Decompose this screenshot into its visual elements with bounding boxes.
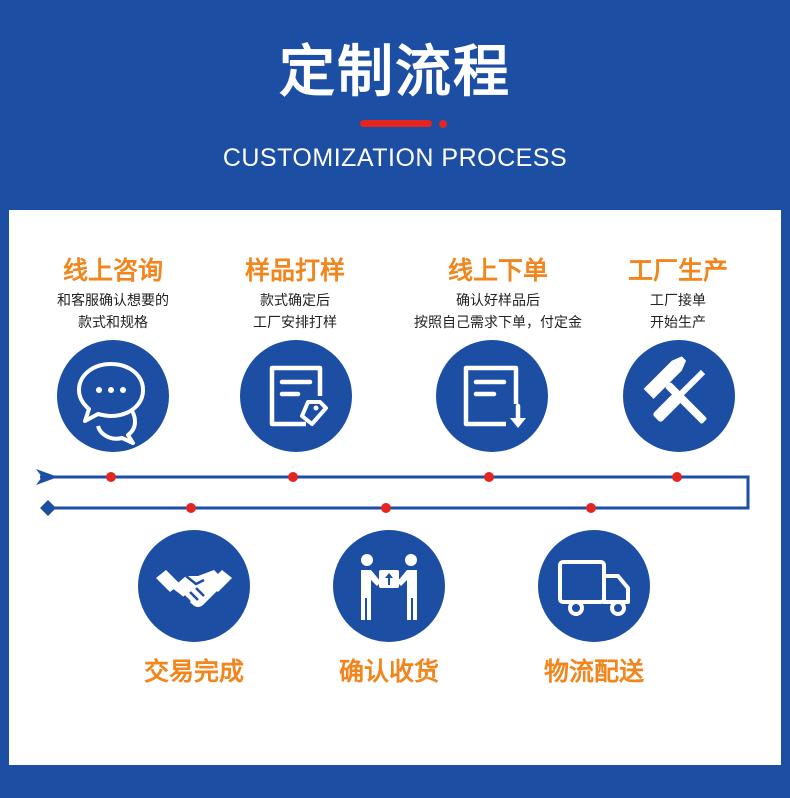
step-sample: 样品打样 款式确定后 工厂安排打样 [205,256,385,334]
package-handoff-icon [333,530,445,642]
step-desc-line2: 款式和规格 [78,315,148,331]
title-underline [360,120,432,127]
step-title: 线上下单 [447,256,548,285]
step-desc-line1: 工厂接单 [650,293,706,309]
step-title: 线上咨询 [62,256,163,285]
hammer-screwdriver-icon [623,340,735,452]
step-title-deal-complete: 交易完成 [143,657,244,686]
step-desc-line2: 开始生产 [650,315,706,331]
step-title: 样品打样 [244,256,345,285]
page-subtitle: CUSTOMIZATION PROCESS [222,144,568,172]
step-desc-line2: 按照自己需求下单，付定金 [414,315,582,331]
step-desc-line2: 工厂安排打样 [253,315,337,331]
document-download-icon [436,340,548,452]
step-online-consult: 线上咨询 和客服确认想要的 款式和规格 [23,256,203,334]
step-production: 工厂生产 工厂接单 开始生产 [588,256,768,334]
step-title: 工厂生产 [627,256,728,285]
step-desc-line1: 款式确定后 [260,293,330,309]
chat-bubbles-icon [57,340,169,452]
delivery-truck-icon [538,530,650,642]
process-panel [9,210,781,765]
step-desc-line1: 确认好样品后 [456,293,540,309]
step-title-logistics: 物流配送 [543,657,644,686]
header: 定制流程 CUSTOMIZATION PROCESS [0,0,790,210]
step-desc-line1: 和客服确认想要的 [57,293,169,309]
handshake-icon [138,530,250,642]
page-title: 定制流程 [279,40,511,105]
step-online-order: 线上下单 确认好样品后 按照自己需求下单，付定金 [388,256,608,334]
step-title-confirm-receipt: 确认收货 [338,657,439,686]
title-underline-dot [439,120,447,128]
document-tag-icon [240,340,352,452]
